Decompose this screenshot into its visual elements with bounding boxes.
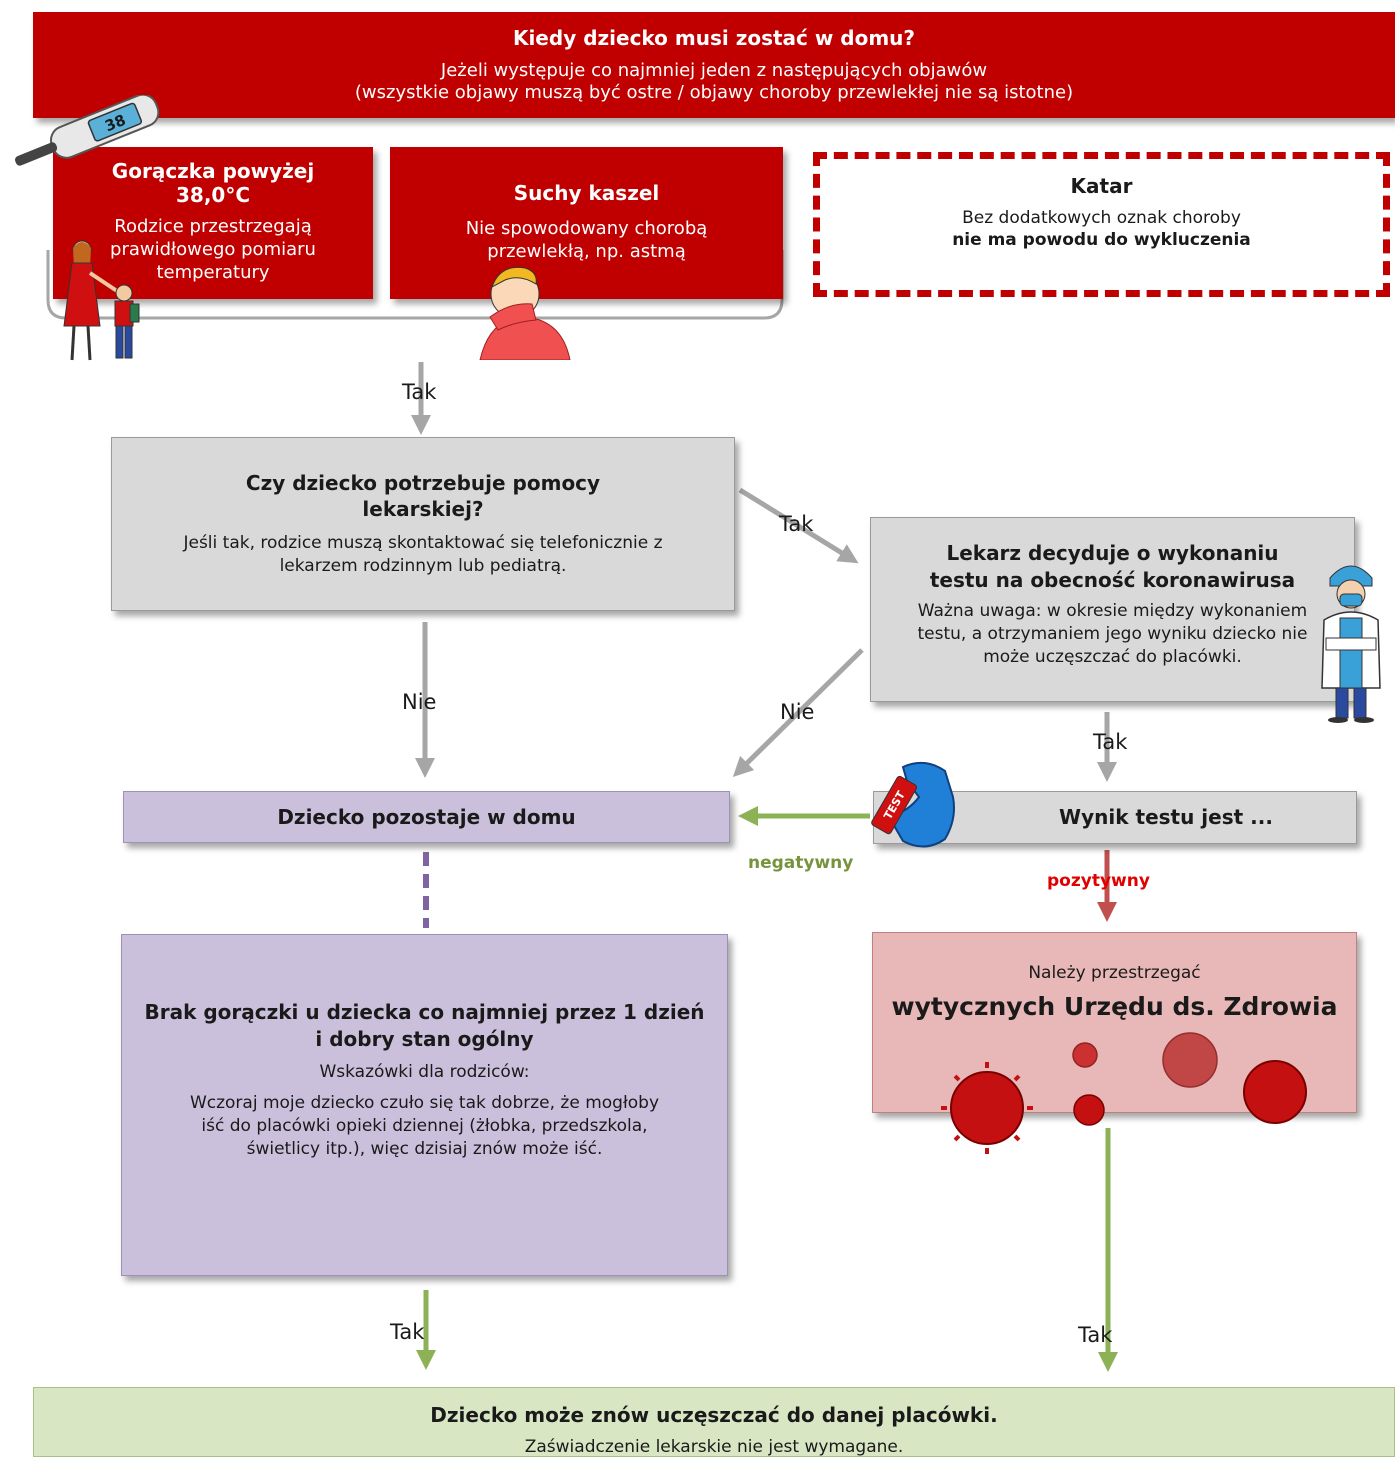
result-title: Wynik testu jest ... <box>1059 805 1273 829</box>
fever-text-1: Rodzice przestrzegają <box>114 216 312 237</box>
label-no-1: Nie <box>402 690 437 714</box>
virus-icon <box>941 1062 1033 1154</box>
virus-icon <box>1162 1032 1218 1088</box>
cough-text-1: Nie spowodowany chorobą <box>465 218 708 239</box>
doctor-question-text-2: lekarzem rodzinnym lub pediatrą. <box>279 556 567 576</box>
footer-text: Zaświadczenie lekarskie nie jest wymagan… <box>524 1437 904 1457</box>
no-fever-subtitle: Wskazówki dla rodziców: <box>319 1062 530 1082</box>
doctor-question-title-2: lekarskiej? <box>362 497 484 521</box>
doctor-question-box: Czy dziecko potrzebuje pomocy lekarskiej… <box>111 437 735 611</box>
test-decision-text-3: może uczęszczać do placówki. <box>983 647 1242 667</box>
katar-title: Katar <box>1070 174 1133 198</box>
fever-box: Gorączka powyżej 38,0°C Rodzice przestrz… <box>53 147 373 299</box>
no-fever-title-1: Brak gorączki u dziecka co najmniej prze… <box>144 1000 705 1024</box>
test-decision-title-1: Lekarz decyduje o wykonaniu <box>946 541 1279 565</box>
doctor-question-text-1: Jeśli tak, rodzice muszą skontaktować si… <box>183 533 663 553</box>
test-decision-text-1: Ważna uwaga: w okresie między wykonaniem <box>917 601 1308 621</box>
test-decision-box: Lekarz decyduje o wykonaniu testu na obe… <box>870 517 1355 702</box>
symptom-bracket <box>46 250 784 320</box>
no-fever-box: Brak gorączki u dziecka co najmniej prze… <box>121 934 728 1276</box>
label-negative: negatywny <box>748 853 854 873</box>
arrow-doctor-to-test <box>738 487 859 564</box>
no-fever-title-2: i dobry stan ogólny <box>315 1027 534 1051</box>
no-fever-text-2: iść do placówki opieki dziennej (żłobka,… <box>201 1116 648 1136</box>
arrow-test-to-home <box>732 648 864 778</box>
cough-text-2: przewlekłą, np. astmą <box>487 241 686 262</box>
label-yes-3: Tak <box>1093 730 1128 754</box>
test-decision-title-2: testu na obecność koronawirusa <box>929 568 1296 592</box>
stay-home-box: Dziecko pozostaje w domu <box>123 791 730 843</box>
katar-box: Katar Bez dodatkowych oznak choroby nie … <box>813 152 1390 297</box>
virus-icon <box>1072 1042 1105 1126</box>
stay-home-title: Dziecko pozostaje w domu <box>277 805 576 829</box>
header-line2: (wszystkie objawy muszą być ostre / obja… <box>354 82 1074 103</box>
guidelines-title: wytycznych Urzędu ds. Zdrowia <box>891 992 1338 1021</box>
virus-icon <box>1243 1060 1307 1124</box>
label-yes-1: Tak <box>402 380 437 404</box>
no-fever-text-3: świetlicy itp.), więc dzisiaj znów może … <box>246 1139 603 1159</box>
footer-title: Dziecko może znów uczęszczać do danej pl… <box>430 1403 998 1427</box>
mother-child-icon <box>63 240 140 361</box>
cough-title: Suchy kaszel <box>513 181 660 205</box>
katar-text-2: nie ma powodu do wykluczenia <box>952 230 1251 250</box>
fever-text-2: prawidłowego pomiaru <box>110 239 316 260</box>
guidelines-text: Należy przestrzegać <box>1028 963 1201 983</box>
cough-box: Suchy kaszel Nie spowodowany chorobą prz… <box>390 147 783 299</box>
fever-title-1: Gorączka powyżej <box>111 159 315 183</box>
header-line1: Jeżeli występuje co najmniej jeden z nas… <box>440 60 988 81</box>
doctor-icon <box>1321 565 1381 723</box>
katar-text-1: Bez dodatkowych oznak choroby <box>962 208 1241 228</box>
doctor-question-title-1: Czy dziecko potrzebuje pomocy <box>245 471 601 495</box>
fever-title-2: 38,0°C <box>175 183 251 207</box>
label-yes-5: Tak <box>1078 1323 1113 1347</box>
coughing-child-icon <box>479 266 571 360</box>
thermometer-icon: 38 <box>15 95 160 166</box>
label-yes-2: Tak <box>779 512 814 536</box>
footer-banner: Dziecko może znów uczęszczać do danej pl… <box>33 1387 1395 1457</box>
test-decision-text-2: testu, a otrzymaniem jego wyniku dziecko… <box>917 624 1308 644</box>
header-title: Kiedy dziecko musi zostać w domu? <box>512 26 916 50</box>
label-no-2: Nie <box>780 700 815 724</box>
label-yes-4: Tak <box>390 1320 425 1344</box>
label-positive: pozytywny <box>1047 871 1150 891</box>
test-glove-icon: TEST <box>871 761 955 848</box>
no-fever-text-1: Wczoraj moje dziecko czuło się tak dobrz… <box>189 1093 660 1113</box>
fever-text-3: temperatury <box>156 262 270 283</box>
virus-cluster <box>941 1032 1307 1154</box>
header-banner: Kiedy dziecko musi zostać w domu? Jeżeli… <box>33 12 1395 118</box>
